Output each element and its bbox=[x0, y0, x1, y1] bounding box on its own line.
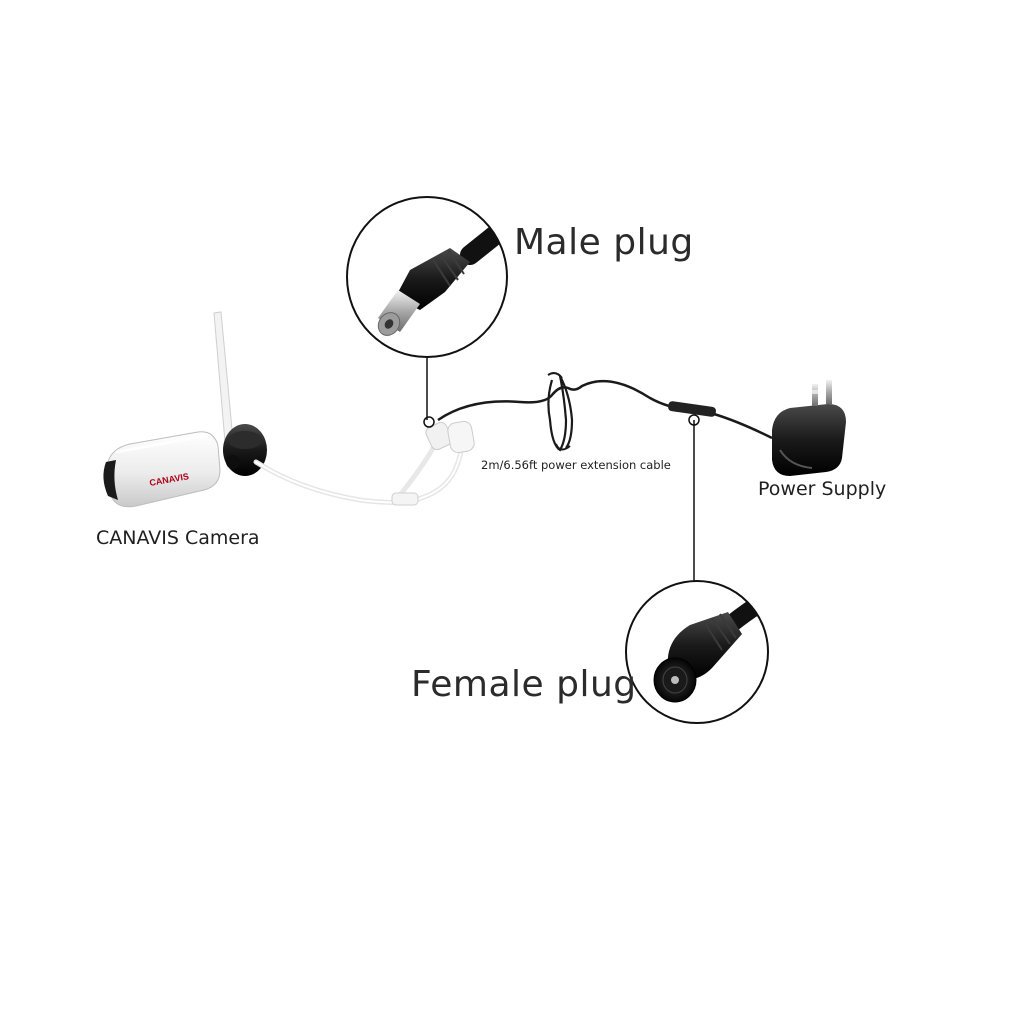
male-plug-callout bbox=[346, 196, 508, 428]
extension-cable bbox=[437, 372, 773, 452]
female-plug-callout bbox=[625, 414, 769, 724]
cable-label: 2m/6.56ft power extension cable bbox=[481, 458, 671, 472]
camera-lens bbox=[103, 460, 118, 500]
female-plug-label: Female plug bbox=[411, 664, 637, 705]
camera: CANAVIS bbox=[103, 311, 267, 508]
camera-body bbox=[107, 431, 221, 508]
power-supply-label: Power Supply bbox=[758, 478, 887, 500]
male-plug-label: Male plug bbox=[514, 222, 694, 263]
camera-cable bbox=[253, 420, 475, 506]
camera-label: CANAVIS Camera bbox=[96, 527, 260, 549]
power-supply bbox=[772, 380, 846, 476]
camera-antenna bbox=[213, 311, 234, 443]
